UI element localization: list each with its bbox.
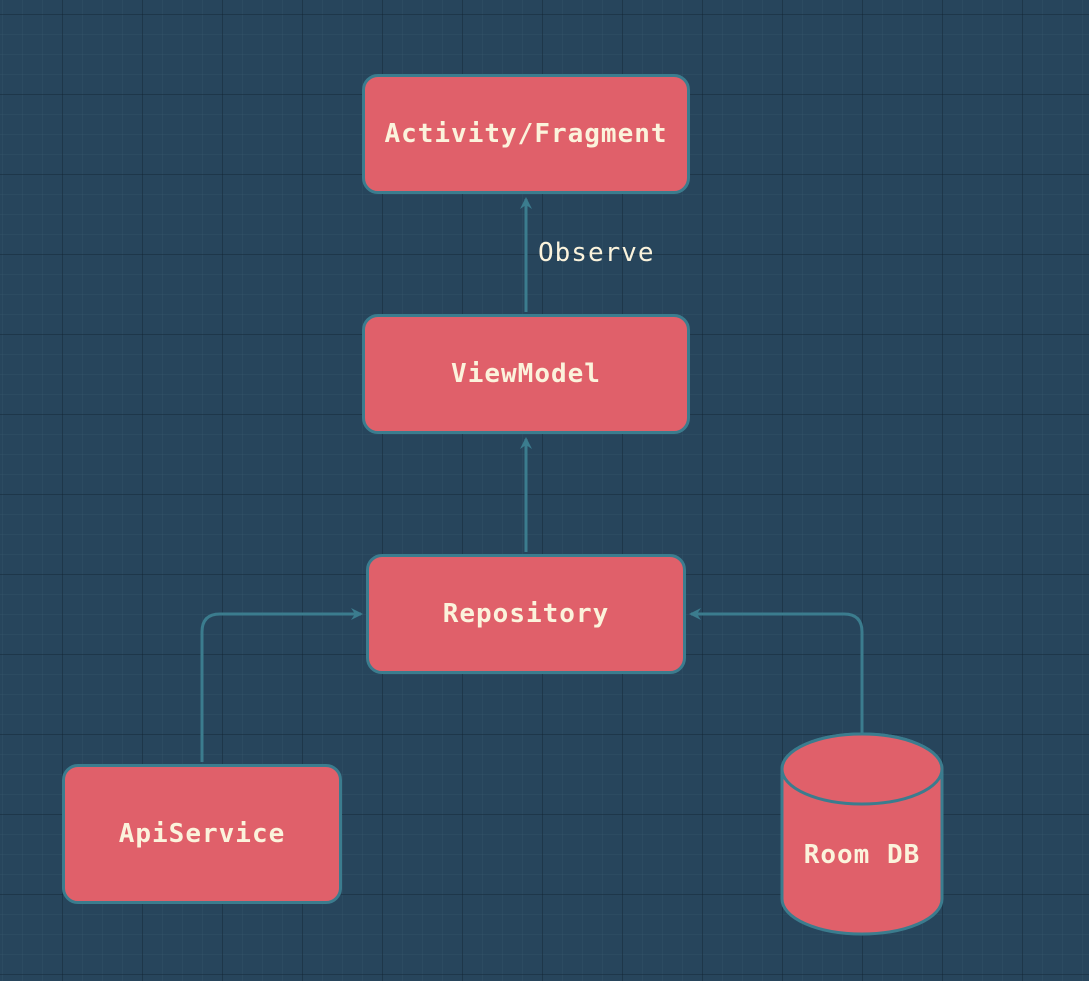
node-label: Activity/Fragment xyxy=(384,119,668,149)
edge-apiservice-to-repository xyxy=(200,608,363,762)
node-label: ApiService xyxy=(118,819,286,849)
cylinder-top xyxy=(780,732,944,806)
node-label: ViewModel xyxy=(451,359,601,389)
node-roomdb-label: Room DB xyxy=(803,840,921,870)
node-activity-fragment[interactable]: Activity/Fragment xyxy=(362,74,690,194)
node-apiservice[interactable]: ApiService xyxy=(62,764,342,904)
node-label: Repository xyxy=(442,599,610,629)
node-repository[interactable]: Repository xyxy=(366,554,686,674)
node-roomdb-cylinder[interactable] xyxy=(780,732,944,936)
edge-roomdb-to-repository xyxy=(689,608,864,734)
edge-label-observe: Observe xyxy=(538,238,655,268)
node-viewmodel[interactable]: ViewModel xyxy=(362,314,690,434)
